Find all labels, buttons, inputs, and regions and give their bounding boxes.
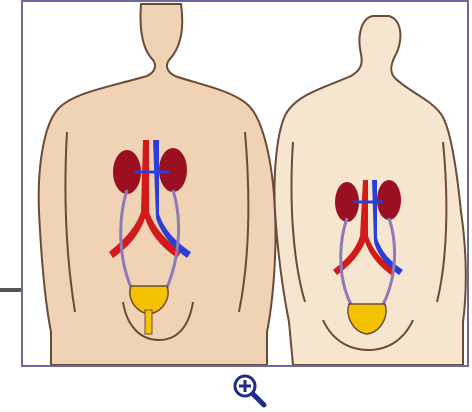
zoom-in-button[interactable] (232, 373, 268, 409)
illustration-frame (21, 0, 469, 367)
male-figure (39, 4, 276, 365)
side-rule (0, 288, 23, 292)
male-urethra (145, 310, 152, 334)
zoom-in-icon (232, 373, 268, 409)
female-figure (275, 16, 466, 365)
urinary-illustration (23, 2, 467, 365)
male-kidney-right (159, 148, 187, 192)
female-kidney-right (377, 180, 401, 220)
